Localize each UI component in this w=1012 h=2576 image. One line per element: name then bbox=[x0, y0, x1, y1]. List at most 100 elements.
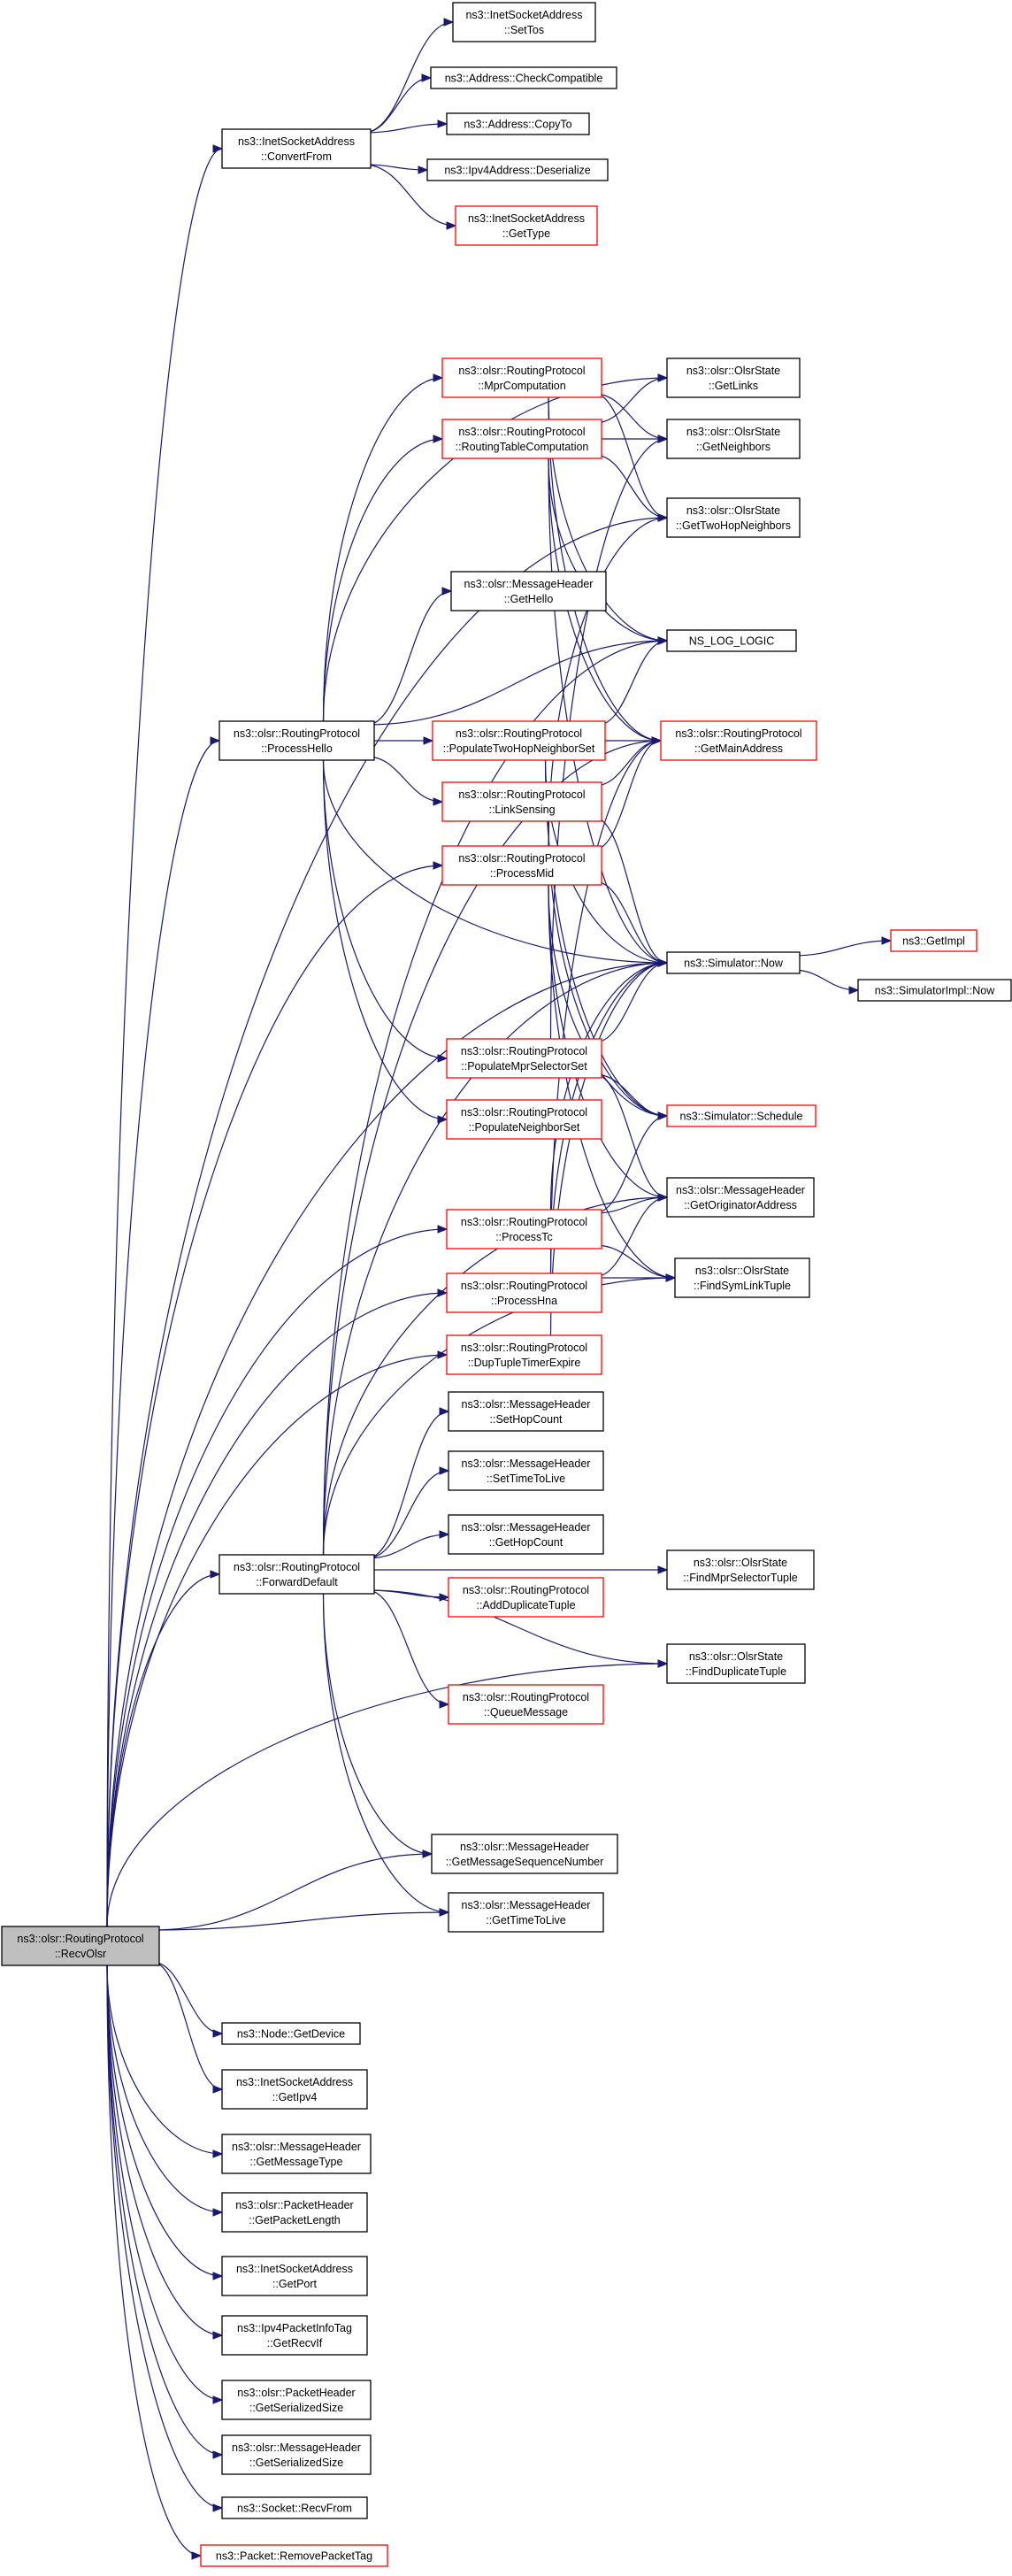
node-getipv4[interactable]: ns3::InetSocketAddress::GetIpv4 bbox=[221, 2069, 368, 2110]
node-label-getoriginator-1: ::GetOriginatorAddress bbox=[684, 1199, 797, 1211]
node-gettype[interactable]: ns3::InetSocketAddress::GetType bbox=[455, 205, 598, 246]
node-simnow[interactable]: ns3::Simulator::Now bbox=[666, 951, 801, 974]
node-nslog[interactable]: NS_LOG_LOGIC bbox=[666, 629, 797, 652]
edge-forwarddefault-to-gettimetolive bbox=[322, 1593, 450, 1917]
node-getseqnum[interactable]: ns3::olsr::MessageHeader::GetMessageSequ… bbox=[431, 1834, 618, 1874]
edge-routingtable-to-gettwohop bbox=[594, 454, 669, 522]
node-label-processhello-0: ns3::olsr::RoutingProtocol bbox=[234, 727, 360, 740]
edge-recvolsr-to-processmid bbox=[106, 861, 444, 1927]
node-label-addduplicate-0: ns3::olsr::RoutingProtocol bbox=[463, 1584, 589, 1596]
node-recvfrom[interactable]: ns3::Socket::RecvFrom bbox=[221, 2496, 368, 2519]
node-label-settimetolive-0: ns3::olsr::MessageHeader bbox=[462, 1457, 591, 1470]
node-label-mprcomputation-1: ::MprComputation bbox=[478, 380, 565, 392]
edge-recvolsr-to-convertfrom bbox=[106, 144, 224, 1927]
node-label-sethopcount-0: ns3::olsr::MessageHeader bbox=[462, 1398, 591, 1411]
node-recvolsr[interactable]: ns3::olsr::RoutingProtocol::RecvOlsr bbox=[1, 1926, 160, 1966]
node-processmid[interactable]: ns3::olsr::RoutingProtocol::ProcessMid bbox=[441, 845, 602, 886]
node-getlinks[interactable]: ns3::olsr::OlsrState::GetLinks bbox=[666, 358, 801, 398]
node-getneighbors[interactable]: ns3::olsr::OlsrState::GetNeighbors bbox=[666, 419, 801, 459]
node-label-linksensing-1: ::LinkSensing bbox=[488, 804, 555, 816]
node-gethello[interactable]: ns3::olsr::MessageHeader::GetHello bbox=[450, 571, 607, 611]
edge-processhello-to-gethello bbox=[366, 587, 453, 726]
node-processhna[interactable]: ns3::olsr::RoutingProtocol::ProcessHna bbox=[446, 1273, 602, 1313]
node-label-findduplicate-1: ::FindDuplicateTuple bbox=[686, 1665, 786, 1678]
node-getdevice[interactable]: ns3::Node::GetDevice bbox=[221, 2022, 361, 2045]
node-convertfrom[interactable]: ns3::InetSocketAddress::ConvertFrom bbox=[221, 128, 372, 169]
node-gettimetolive[interactable]: ns3::olsr::MessageHeader::GetTimeToLive bbox=[448, 1892, 604, 1933]
node-processhello[interactable]: ns3::olsr::RoutingProtocol::ProcessHello bbox=[218, 720, 375, 761]
node-populateneighbor[interactable]: ns3::olsr::RoutingProtocol::PopulateNeig… bbox=[446, 1099, 602, 1140]
edge-forwarddefault-to-getoriginator bbox=[322, 1193, 669, 1556]
node-label-recvolsr-1: ::RecvOlsr bbox=[55, 1948, 106, 1960]
node-getimpl[interactable]: ns3::GetImpl bbox=[890, 929, 978, 952]
node-checkcompatible[interactable]: ns3::Address::CheckCompatible bbox=[430, 66, 617, 89]
edge-processmid-to-gettwohop bbox=[548, 513, 669, 847]
node-label-forwarddefault-0: ns3::olsr::RoutingProtocol bbox=[234, 1561, 360, 1573]
edge-processtc-to-schedule bbox=[594, 1111, 669, 1214]
node-label-gettype-0: ns3::InetSocketAddress bbox=[468, 212, 585, 225]
node-getpacketlength[interactable]: ns3::olsr::PacketHeader::GetPacketLength bbox=[221, 2192, 368, 2233]
node-sethopcount[interactable]: ns3::olsr::MessageHeader::SetHopCount bbox=[448, 1391, 604, 1432]
node-copyto[interactable]: ns3::Address::CopyTo bbox=[446, 112, 590, 135]
node-queuemessage[interactable]: ns3::olsr::RoutingProtocol::QueueMessage bbox=[448, 1684, 604, 1725]
edge-recvolsr-to-removepackettag bbox=[106, 1965, 203, 2560]
node-label-getimpl-0: ns3::GetImpl bbox=[902, 935, 965, 948]
node-label-findmprselector-0: ns3::olsr::OlsrState bbox=[694, 1557, 787, 1569]
edge-processhello-to-populateneighbor bbox=[322, 759, 448, 1124]
node-deserialize[interactable]: ns3::Ipv4Address::Deserialize bbox=[426, 158, 609, 181]
node-getmainaddress[interactable]: ns3::olsr::RoutingProtocol::GetMainAddre… bbox=[660, 720, 817, 761]
node-label-findsymlink-1: ::FindSymLinkTuple bbox=[694, 1280, 791, 1292]
node-processtc[interactable]: ns3::olsr::RoutingProtocol::ProcessTc bbox=[446, 1209, 602, 1250]
node-findsymlink[interactable]: ns3::olsr::OlsrState::FindSymLinkTuple bbox=[674, 1257, 810, 1298]
node-label-settos-1: ::SetTos bbox=[504, 24, 544, 36]
edge-forwarddefault-to-getseqnum bbox=[322, 1593, 433, 1858]
node-msgserialized[interactable]: ns3::olsr::MessageHeader::GetSerializedS… bbox=[221, 2434, 372, 2475]
node-label-pktserialized-0: ns3::olsr::PacketHeader bbox=[237, 2387, 355, 2399]
node-getrecvif[interactable]: ns3::Ipv4PacketInfoTag::GetRecvIf bbox=[221, 2315, 368, 2356]
edge-forwarddefault-to-sethopcount bbox=[366, 1407, 450, 1559]
node-label-getport-1: ::GetPort bbox=[272, 2278, 318, 2290]
node-settimetolive[interactable]: ns3::olsr::MessageHeader::SetTimeToLive bbox=[448, 1450, 604, 1491]
edge-recvolsr-to-getport bbox=[106, 1965, 224, 2280]
edge-recvolsr-to-getipv4 bbox=[151, 1961, 224, 2094]
node-settos[interactable]: ns3::InetSocketAddress::SetTos bbox=[452, 2, 596, 42]
edge-recvolsr-to-getrecvif bbox=[106, 1965, 224, 2340]
node-schedule[interactable]: ns3::Simulator::Schedule bbox=[666, 1104, 816, 1127]
node-forwarddefault[interactable]: ns3::olsr::RoutingProtocol::ForwardDefau… bbox=[218, 1554, 375, 1595]
node-findmprselector[interactable]: ns3::olsr::OlsrState::FindMprSelectorTup… bbox=[666, 1549, 815, 1590]
node-label-gettype-1: ::GetType bbox=[502, 227, 550, 240]
node-linksensing[interactable]: ns3::olsr::RoutingProtocol::LinkSensing bbox=[441, 781, 602, 822]
node-label-processmid-1: ::ProcessMid bbox=[490, 867, 554, 880]
node-routingtable[interactable]: ns3::olsr::RoutingProtocol::RoutingTable… bbox=[441, 419, 602, 459]
node-label-removepackettag-0: ns3::Packet::RemovePacketTag bbox=[216, 2550, 372, 2563]
node-label-getipv4-1: ::GetIpv4 bbox=[272, 2091, 318, 2103]
edge-recvolsr-to-getseqnum bbox=[151, 1849, 433, 1931]
node-populatetwohop[interactable]: ns3::olsr::RoutingProtocol::PopulateTwoH… bbox=[432, 720, 606, 761]
node-addduplicate[interactable]: ns3::olsr::RoutingProtocol::AddDuplicate… bbox=[448, 1577, 604, 1618]
node-label-linksensing-0: ns3::olsr::RoutingProtocol bbox=[458, 788, 585, 801]
node-label-processtc-1: ::ProcessTc bbox=[495, 1231, 553, 1243]
node-label-getpacketlength-0: ns3::olsr::PacketHeader bbox=[235, 2199, 353, 2211]
edge-populatetwohop-to-nslog bbox=[597, 636, 669, 726]
node-label-gettimetolive-0: ns3::olsr::MessageHeader bbox=[462, 1899, 591, 1911]
node-getoriginator[interactable]: ns3::olsr::MessageHeader::GetOriginatorA… bbox=[666, 1177, 815, 1218]
node-mprcomputation[interactable]: ns3::olsr::RoutingProtocol::MprComputati… bbox=[441, 358, 602, 398]
node-removepackettag[interactable]: ns3::Packet::RemovePacketTag bbox=[200, 2544, 388, 2567]
node-label-processhna-0: ns3::olsr::RoutingProtocol bbox=[461, 1280, 587, 1292]
node-label-populatetwohop-0: ns3::olsr::RoutingProtocol bbox=[456, 727, 582, 740]
node-label-getlinks-0: ns3::olsr::OlsrState bbox=[686, 365, 780, 377]
node-gethopcount[interactable]: ns3::olsr::MessageHeader::GetHopCount bbox=[448, 1514, 604, 1555]
node-pktserialized[interactable]: ns3::olsr::PacketHeader::GetSerializedSi… bbox=[221, 2380, 372, 2420]
node-simimplnow[interactable]: ns3::SimulatorImpl::Now bbox=[857, 979, 1012, 1002]
node-populatempr[interactable]: ns3::olsr::RoutingProtocol::PopulateMprS… bbox=[446, 1038, 602, 1079]
node-gettwohop[interactable]: ns3::olsr::OlsrState::GetTwoHopNeighbors bbox=[666, 497, 801, 538]
edge-convertfrom-to-gettype bbox=[363, 164, 457, 230]
node-getmessagetype[interactable]: ns3::olsr::MessageHeader::GetMessageType bbox=[221, 2134, 372, 2174]
edge-forwarddefault-to-findmprselector bbox=[366, 1565, 669, 1574]
node-findduplicate[interactable]: ns3::olsr::OlsrState::FindDuplicateTuple bbox=[666, 1643, 806, 1684]
node-label-getseqnum-0: ns3::olsr::MessageHeader bbox=[460, 1841, 589, 1853]
edge-recvolsr-to-duptuple bbox=[106, 1350, 448, 1927]
node-duptuple[interactable]: ns3::olsr::RoutingProtocol::DupTupleTime… bbox=[446, 1334, 602, 1375]
node-getport[interactable]: ns3::InetSocketAddress::GetPort bbox=[221, 2256, 368, 2296]
edge-processhello-to-linksensing bbox=[366, 756, 444, 806]
